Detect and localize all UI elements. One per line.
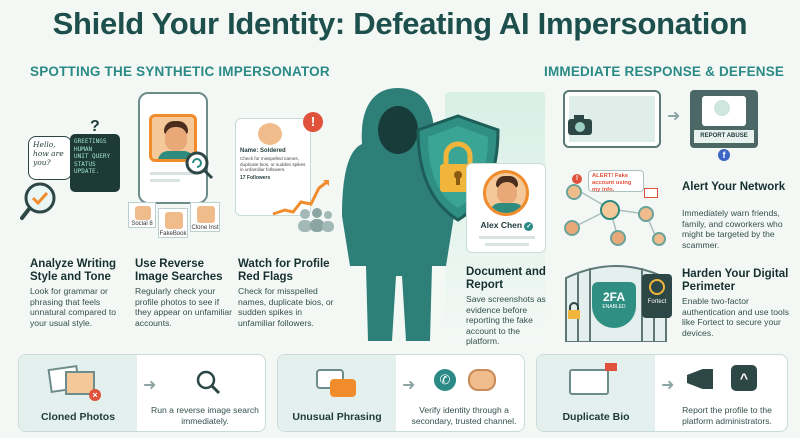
person-node [566, 184, 582, 200]
alert-bubble: ALERT! Fake account using my info. [588, 170, 644, 193]
bottom-box-unusual-phrasing: Unusual Phrasing ➜ ✆ Verify identity thr… [277, 354, 525, 432]
document-report-title: Document and Report [466, 266, 546, 291]
reverse-image-title: Use Reverse Image Searches [135, 258, 223, 283]
red-flags-illustration: Name: Soldered Check for misspelled name… [233, 112, 343, 238]
profile-photo [149, 114, 197, 162]
report-envelope: REPORT ABUSE [690, 90, 758, 148]
spike-chart-icon [272, 180, 329, 216]
facebook-icon: f [718, 149, 730, 161]
chip-cloneinst: Clone Inst [190, 202, 220, 232]
chip-social8: Social 8 [128, 202, 156, 228]
person-node [564, 220, 580, 236]
arrow-right-icon: ➜ [143, 377, 157, 394]
bottom-label-1: Cloned Photos [40, 411, 116, 423]
writing-style-title: Analyze Writing Style and Tone [30, 258, 117, 283]
left-section-heading: SPOTTING THE SYNTHETIC IMPERSONATOR [30, 64, 330, 79]
red-flags-title: Watch for Profile Red Flags [238, 258, 330, 283]
profile-name: Alex Chen [480, 220, 523, 230]
alert-network-text: Immediately warn friends, family, and co… [682, 208, 783, 250]
report-abuse-label: REPORT ABUSE [694, 130, 754, 143]
reverse-image-text: Regularly check your profile photos to s… [135, 286, 232, 328]
bottom-box-cloned-photos: × Cloned Photos ➜ Run a reverse image se… [18, 354, 266, 432]
error-x-icon: × [89, 389, 101, 401]
followers-icon [298, 208, 334, 232]
document-report-text: Save screenshots as evidence before repo… [466, 294, 546, 346]
question-mark-icon: ? [90, 118, 100, 135]
alex-avatar [483, 170, 529, 216]
chat-bubbles-icon [330, 379, 356, 397]
network-illustration: ALERT! Fake account using my info. ! [560, 164, 675, 249]
alert-network-title: Alert Your Network [682, 181, 786, 193]
human-speech-bubble: Hello, how are you? [28, 136, 72, 180]
bottom-box-duplicate-bio: Duplicate Bio ➜ ^ Report the profile to … [536, 354, 788, 432]
verified-check-icon: ✓ [524, 222, 534, 231]
person-node-center [600, 200, 620, 220]
mail-icon [644, 188, 658, 198]
page-title: Shield Your Identity: Defeating AI Imper… [52, 6, 748, 41]
report-illustration: ➜ REPORT ABUSE f [545, 86, 775, 166]
bottom-label-3: Duplicate Bio [562, 411, 630, 423]
alex-chen-profile-card: Alex Chen ✓ [466, 163, 546, 253]
twofa-shield: 2FA ENABLED [592, 282, 636, 328]
arrow-right-icon: ➜ [661, 377, 675, 394]
person-node [638, 206, 654, 222]
fortect-badge: Fortect [642, 274, 672, 318]
writing-style-illustration: Hello, how are you? ? GREETINGS HUMAN UN… [20, 118, 120, 238]
bottom-text-3: Report the profile to the platform admin… [682, 405, 772, 426]
arrow-right-icon: ➜ [667, 108, 681, 125]
perimeter-illustration: 2FA ENABLED Fortect [556, 258, 676, 342]
arrow-right-icon: ➜ [402, 377, 416, 394]
harden-text: Enable two-factor authentication and use… [682, 296, 790, 338]
fingerprint-icon [649, 279, 665, 295]
search-icon [196, 370, 221, 395]
right-section-heading: IMMEDIATE RESPONSE & DEFENSE [544, 64, 785, 79]
megaphone-icon [687, 369, 713, 389]
bottom-text-1: Run a reverse image search immediately. [151, 405, 259, 426]
admin-app-icon: ^ [731, 365, 757, 391]
person-node [652, 232, 666, 246]
chip-fakebook: FakeBook [158, 208, 188, 238]
search-icon [185, 151, 214, 180]
writing-style-text: Look for grammar or phrasing that feels … [30, 286, 116, 328]
fake-profile-card: Name: Soldered Check for misspelled name… [235, 118, 311, 216]
profile-doc-icon [569, 369, 609, 395]
padlock-icon [568, 302, 580, 319]
harden-title: Harden Your Digital Perimeter [682, 268, 789, 293]
handshake-icon [468, 369, 496, 391]
bottom-label-2: Unusual Phrasing [292, 411, 382, 423]
alert-warning-icon: ! [572, 174, 582, 184]
phone-frame [138, 92, 208, 204]
person-node [610, 230, 626, 246]
warning-icon: ! [303, 112, 323, 132]
reverse-image-illustration: Social 8 FakeBook Clone Inst [128, 92, 238, 242]
ai-speech-bubble: GREETINGS HUMAN UNIT QUERY STATUS UPDATE… [70, 134, 120, 192]
flag-icon [605, 363, 617, 371]
phone-icon: ✆ [434, 369, 456, 391]
bottom-text-2: Verify identity through a secondary, tru… [411, 405, 517, 426]
magnifier-icon [20, 182, 56, 220]
camera-icon [568, 115, 592, 135]
red-flags-text: Check for misspelled names, duplicate bi… [238, 286, 334, 328]
